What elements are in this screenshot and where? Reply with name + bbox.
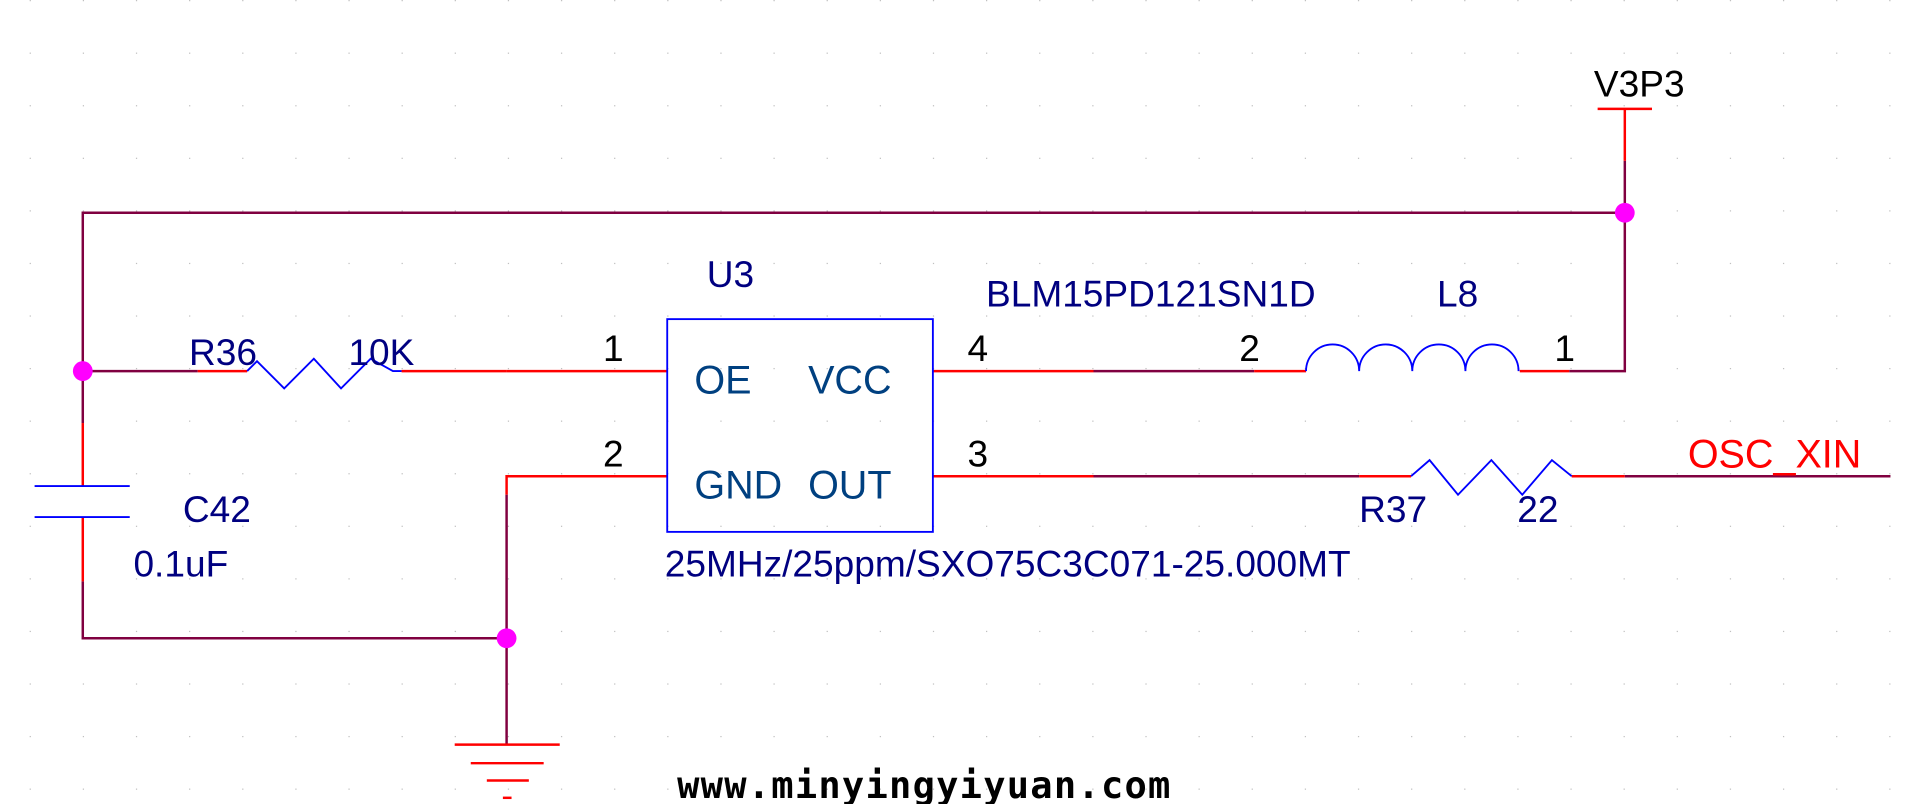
l8-ref: L8 (1437, 273, 1478, 315)
u3-ref: U3 (707, 253, 754, 295)
r36-ref: R36 (189, 331, 257, 373)
l8-pin2-number: 2 (1239, 327, 1260, 369)
u3-pin1-number: 1 (603, 327, 624, 369)
r36-value: 10K (348, 331, 414, 373)
ic-u3-body[interactable] (666, 318, 934, 533)
power-net-label: V3P3 (1594, 62, 1685, 104)
u3-pin-vcc: VCC (808, 358, 891, 402)
capacitor-c42[interactable] (34, 485, 130, 518)
watermark: www.minyingyiyuan.com (677, 764, 1171, 804)
junctions (72, 202, 1635, 649)
u3-value: 25MHz/25ppm/SXO75C3C071-25.000MT (665, 542, 1351, 584)
r37-value: 22 (1517, 488, 1558, 530)
u3-pin-oe: OE (694, 358, 751, 402)
l8-value: BLM15PD121SN1D (986, 273, 1316, 315)
c42-ref: C42 (183, 488, 251, 530)
u3-pin3-number: 3 (967, 432, 988, 474)
resistor-r36[interactable] (246, 357, 402, 390)
ground-symbol (454, 743, 560, 800)
resistor-r37[interactable] (1410, 458, 1573, 497)
u3-pin-gnd: GND (694, 463, 782, 507)
u3-pin-out: OUT (808, 463, 891, 507)
u3-pin4-number: 4 (967, 327, 988, 369)
grid (29, 0, 1891, 790)
c42-value: 0.1uF (133, 542, 228, 584)
osc-xin-net-label: OSC_XIN (1688, 433, 1862, 477)
u3-pin2-number: 2 (603, 432, 624, 474)
wires (81, 107, 1891, 745)
r37-ref: R37 (1359, 488, 1427, 530)
inductor-l8[interactable] (1305, 343, 1520, 372)
l8-pin1-number: 1 (1554, 327, 1575, 369)
